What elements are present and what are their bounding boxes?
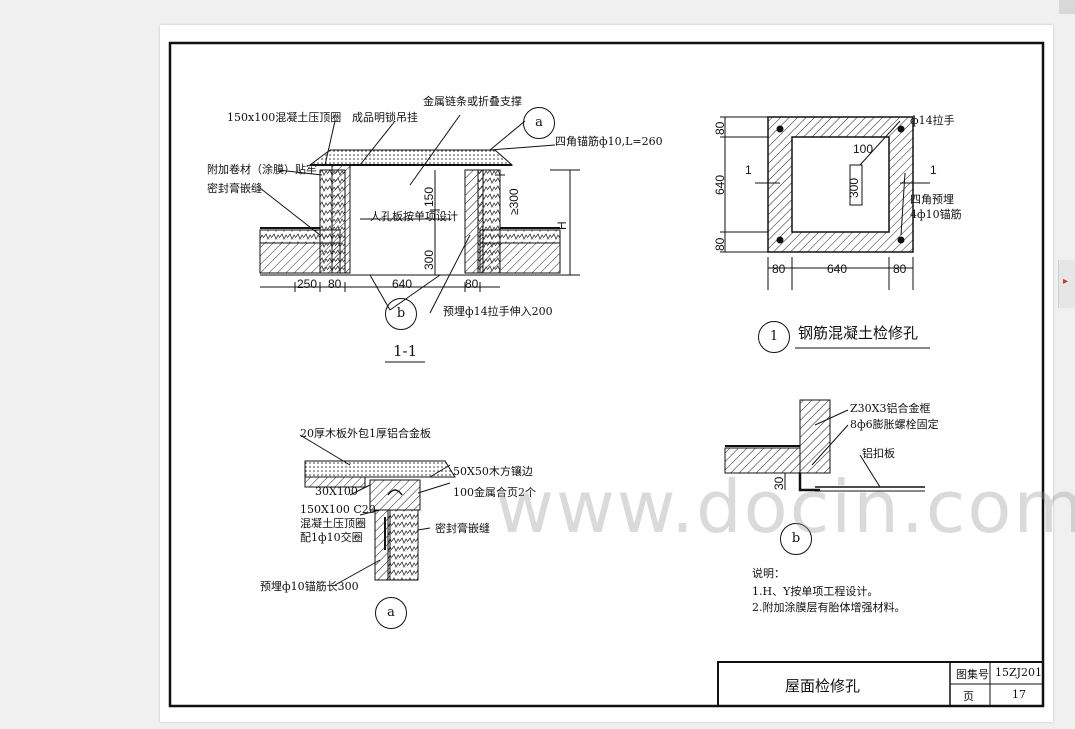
label-concrete-collar: 150x100混凝土压顶圈 (227, 111, 342, 124)
detail-a-label-collar-2: 混凝土压顶圈 (300, 517, 366, 530)
detail-a-label-30x100: 30X100 (315, 485, 358, 498)
label-chain: 金属链条或折叠支撑 (423, 95, 522, 108)
dim-bottom-80-left: 80 (328, 277, 342, 291)
detail-a-label-hinge: 100金属合页2个 (453, 486, 536, 499)
plan-bottom-dim-640: 640 (827, 262, 848, 276)
detail-b-label-frame: Z30X3铝合金框 (850, 402, 931, 415)
atlas-number: 15ZJ201 (995, 666, 1043, 679)
page-nav-handle[interactable]: ▸ (1058, 260, 1075, 308)
detail-tag-a-callout: a (523, 107, 555, 139)
technical-drawing (168, 41, 1045, 708)
label-lock: 成品明锁吊挂 (352, 111, 418, 124)
plan-section-mark-left: 1 (745, 163, 752, 177)
plan-bottom-dim-80-right: 80 (893, 262, 907, 276)
dim-150: 150 (422, 186, 436, 207)
detail-a-label-sealant: 密封膏嵌缝 (435, 522, 490, 535)
plan-left-dim-80-top: 80 (713, 121, 727, 135)
label-handle: 预埋ф14拉手伸入200 (443, 305, 553, 318)
detail-tag-b-callout: b (385, 298, 417, 330)
detail-b-label-bolt: 8ф6膨胀螺栓固定 (850, 418, 939, 431)
detail-a-label-anchor: 预埋ф10锚筋长300 (260, 580, 359, 593)
plan-label-anchor-1: 四角预埋 (910, 193, 954, 206)
dim-300-min: ≥300 (507, 188, 521, 215)
plan-left-dim-80-bottom: 80 (713, 237, 727, 251)
plan-section-mark-right: 1 (930, 163, 937, 177)
dim-bottom-640: 640 (392, 277, 413, 291)
label-manhole-board: 人孔板按单项设计 (370, 210, 458, 223)
notes-heading: 说明： (752, 567, 785, 580)
dim-300: 300 (422, 249, 436, 270)
drawing-page: 150x100混凝土压顶圈 成品明锁吊挂 金属链条或折叠支撑 四角锚筋ф10,L… (160, 25, 1075, 722)
arrow-right-icon: ▸ (1063, 276, 1069, 287)
plan-1-drawing (720, 116, 930, 349)
detail-a-label-wood-edge: 50X50木方镶边 (453, 465, 533, 478)
dim-h: H (555, 221, 569, 230)
scrollbar-top[interactable] (1059, 0, 1075, 14)
label-sealant: 密封膏嵌缝 (207, 182, 262, 195)
detail-a-drawing (299, 434, 456, 586)
watermark-text: www.docin.com (495, 465, 1075, 549)
atlas-label: 图集号 (956, 668, 989, 681)
detail-b-tag: b (780, 523, 812, 555)
section-title-1-1: 1-1 (393, 342, 418, 360)
dim-bottom-80-right: 80 (465, 277, 479, 291)
page-label: 页 (963, 690, 974, 703)
plan-label-handle: ф14拉手 (910, 114, 955, 127)
detail-a-tag: a (375, 597, 407, 629)
detail-a-label-collar-1: 150X100 C20 (300, 503, 376, 516)
plan-dim-300: 300 (847, 177, 861, 198)
label-anchor-bar: 四角锚筋ф10,L=260 (555, 135, 663, 148)
detail-a-label-board: 20厚木板外包1厚铝合金板 (300, 427, 431, 440)
label-membrane: 附加卷材（涂膜）贴牢 (207, 163, 317, 176)
dim-bottom-250: 250 (297, 277, 318, 291)
detail-b-drawing (724, 399, 925, 492)
detail-b-label-plate: 铝扣板 (862, 447, 895, 460)
plan-bottom-dim-80-left: 80 (772, 262, 786, 276)
drawing-name: 屋面检修孔 (785, 677, 861, 695)
notes-item-1: 1.H、Y按单项工程设计。 (752, 585, 879, 598)
plan-title: 钢筋混凝土检修孔 (798, 324, 919, 342)
page-number: 17 (1012, 688, 1026, 701)
title-block-frame (717, 661, 1044, 707)
plan-left-dim-640: 640 (713, 174, 727, 195)
detail-a-label-collar-3: 配1ф10交圈 (300, 531, 363, 544)
plan-label-anchor-2: 4ф10锚筋 (910, 208, 962, 221)
notes-item-2: 2.附加涂膜层有胎体增强材料。 (752, 601, 906, 614)
section-1-1-drawing (259, 114, 580, 363)
plan-tag-1: 1 (758, 321, 790, 353)
plan-dim-100: 100 (853, 142, 874, 156)
